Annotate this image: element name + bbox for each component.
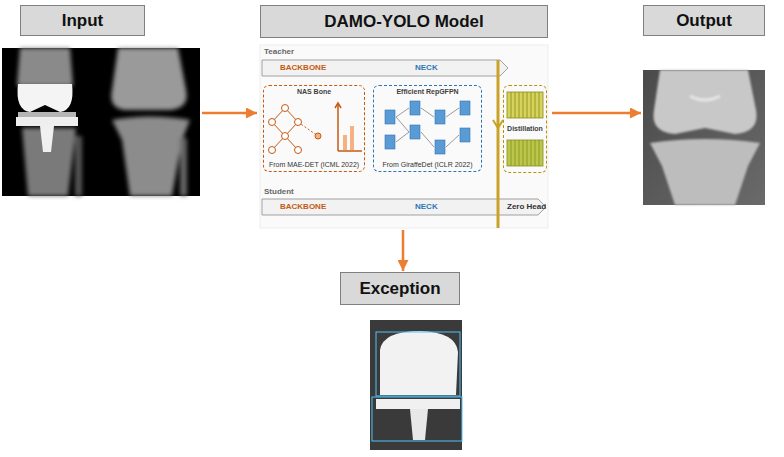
output-xray bbox=[643, 70, 765, 205]
figure-label: Teacher bbox=[264, 48, 294, 57]
module-source: From GiraffeDet (ICLR 2022) bbox=[382, 161, 472, 169]
input-xray bbox=[2, 48, 200, 196]
panel: Output bbox=[642, 5, 766, 205]
panel-header: Output bbox=[643, 5, 765, 36]
figure-label: NECK bbox=[415, 203, 438, 212]
module-title: Distillation bbox=[507, 125, 543, 133]
module-box: NAS BoneFrom MAE-DET (ICML 2022) bbox=[263, 85, 365, 172]
exception-xray bbox=[370, 320, 462, 450]
flow-arrow bbox=[202, 112, 257, 115]
panel-header: Input bbox=[20, 5, 145, 36]
header-text: Exception bbox=[359, 279, 440, 299]
figure-label: NECK bbox=[415, 64, 438, 73]
panel: DAMO-YOLO ModelNAS BoneFrom MAE-DET (ICM… bbox=[258, 5, 550, 228]
flow-arrow bbox=[552, 112, 641, 115]
panel: Exception bbox=[338, 272, 462, 452]
module-title: Efficient RepGFPN bbox=[396, 88, 458, 96]
module-box: Distillation bbox=[503, 85, 547, 173]
figure-label: BACKBONE bbox=[280, 64, 326, 73]
architecture-figure bbox=[260, 45, 548, 228]
panel-header: DAMO-YOLO Model bbox=[260, 5, 548, 38]
figure-label: Zero Head bbox=[507, 203, 546, 212]
header-text: DAMO-YOLO Model bbox=[324, 12, 484, 32]
panel: Input bbox=[0, 5, 200, 197]
figure-label: BACKBONE bbox=[280, 203, 326, 212]
header-text: Output bbox=[676, 11, 732, 31]
flow-arrow bbox=[402, 230, 405, 271]
module-title: NAS Bone bbox=[297, 88, 331, 96]
header-text: Input bbox=[62, 11, 104, 31]
figure-label: Student bbox=[264, 188, 294, 197]
module-box: Efficient RepGFPN From GiraffeDet (ICLR 2… bbox=[373, 85, 482, 172]
panel-header: Exception bbox=[340, 272, 460, 305]
module-source: From MAE-DET (ICML 2022) bbox=[269, 161, 359, 169]
